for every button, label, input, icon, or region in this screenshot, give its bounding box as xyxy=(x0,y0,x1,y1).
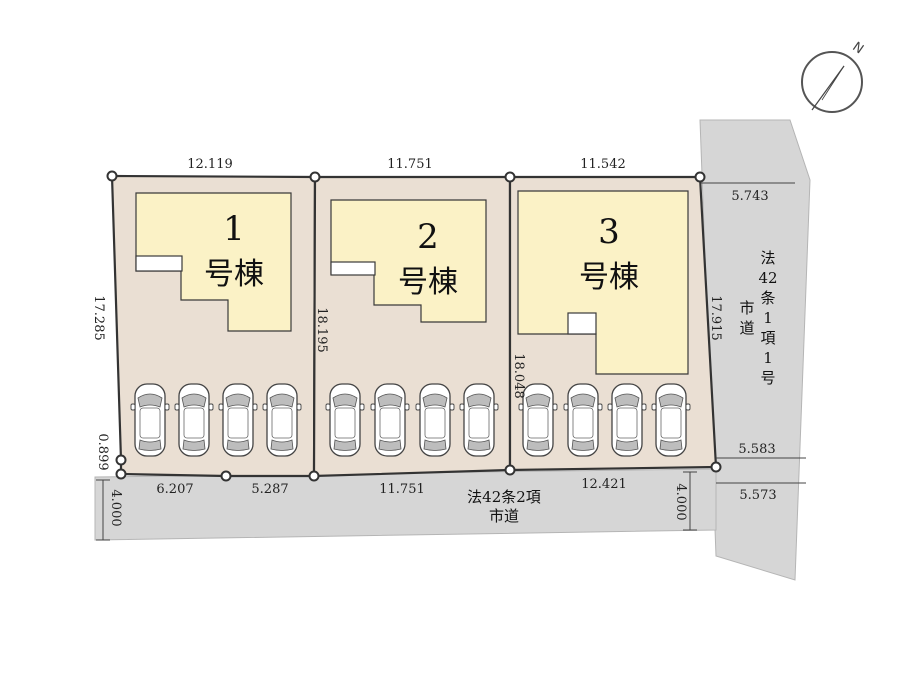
dim-left-lot2: 18.195 xyxy=(314,307,329,353)
dim-right-lot3: 17.915 xyxy=(708,295,723,341)
dim-east-road-mid: 5.583 xyxy=(738,442,775,457)
dim-east-road-bottom: 5.573 xyxy=(739,488,776,503)
east-road-label-char: 道 xyxy=(739,319,754,337)
dim-east-road-top: 5.743 xyxy=(731,189,768,204)
east-road-label-char: 項 xyxy=(760,329,775,347)
house-2-number: 2 xyxy=(417,217,439,257)
house-3-footprint xyxy=(517,190,689,375)
boundary-marker xyxy=(308,470,320,482)
dim-bottom-a: 6.207 xyxy=(156,482,193,497)
car-icon xyxy=(218,383,258,457)
east-road-label-char: 号 xyxy=(760,369,775,387)
east-road-label-char: 条 xyxy=(760,289,775,307)
dim-left-lot3: 18.048 xyxy=(511,353,526,399)
boundary-marker xyxy=(106,170,118,182)
house-1-porch xyxy=(135,255,183,272)
dim-bottom-lot3: 12.421 xyxy=(581,477,627,492)
dim-top-lot2: 11.751 xyxy=(387,157,433,172)
house-3-number: 3 xyxy=(598,212,620,252)
car-icon xyxy=(415,383,455,457)
dim-bottom-lot2: 11.751 xyxy=(379,482,425,497)
car-icon xyxy=(130,383,170,457)
dim-south-road-right: 4.000 xyxy=(673,483,688,520)
house-2-label: 号棟 xyxy=(398,265,458,300)
boundary-marker xyxy=(115,468,127,480)
house-1-label: 号棟 xyxy=(204,257,264,292)
boundary-marker xyxy=(694,171,706,183)
dim-corner-cut: 0.899 xyxy=(95,433,110,470)
east-road-label-char: 法 xyxy=(760,249,775,267)
boundary-marker xyxy=(115,454,127,466)
east-road-label: 法 42 条 1 項 1 号 市 道 xyxy=(739,249,777,387)
car-icon xyxy=(459,383,499,457)
car-icon xyxy=(174,383,214,457)
south-road-label-line1: 法42条2項 xyxy=(467,488,541,506)
car-icon xyxy=(651,383,691,457)
car-icon xyxy=(325,383,365,457)
east-road-label-char: 1 xyxy=(763,349,773,367)
boundary-marker xyxy=(309,171,321,183)
boundary-marker xyxy=(220,470,232,482)
compass-icon: N xyxy=(801,39,866,113)
boundary-markers xyxy=(106,170,722,482)
boundary-marker xyxy=(504,464,516,476)
boundary-marker xyxy=(504,171,516,183)
house-1-number: 1 xyxy=(223,209,245,249)
house-3-porch xyxy=(567,312,597,335)
east-road-label-char: 42 xyxy=(758,269,777,287)
dim-top-lot3: 11.542 xyxy=(580,157,626,172)
south-road-label-line2: 市道 xyxy=(489,507,519,525)
dim-top-lot1: 12.119 xyxy=(187,157,233,172)
house-3-label: 号棟 xyxy=(579,260,639,295)
car-icon xyxy=(607,383,647,457)
east-road-label-char: 1 xyxy=(763,309,773,327)
dim-left-lot1: 17.285 xyxy=(91,295,106,341)
dim-south-road-left: 4.000 xyxy=(108,489,123,526)
dim-bottom-b: 5.287 xyxy=(251,482,288,497)
car-icon xyxy=(262,383,302,457)
boundary-marker xyxy=(710,461,722,473)
east-road-label-char: 市 xyxy=(739,299,754,317)
north-label: N xyxy=(849,39,866,57)
house-2-porch xyxy=(330,261,376,276)
car-icon xyxy=(370,383,410,457)
car-icon xyxy=(563,383,603,457)
